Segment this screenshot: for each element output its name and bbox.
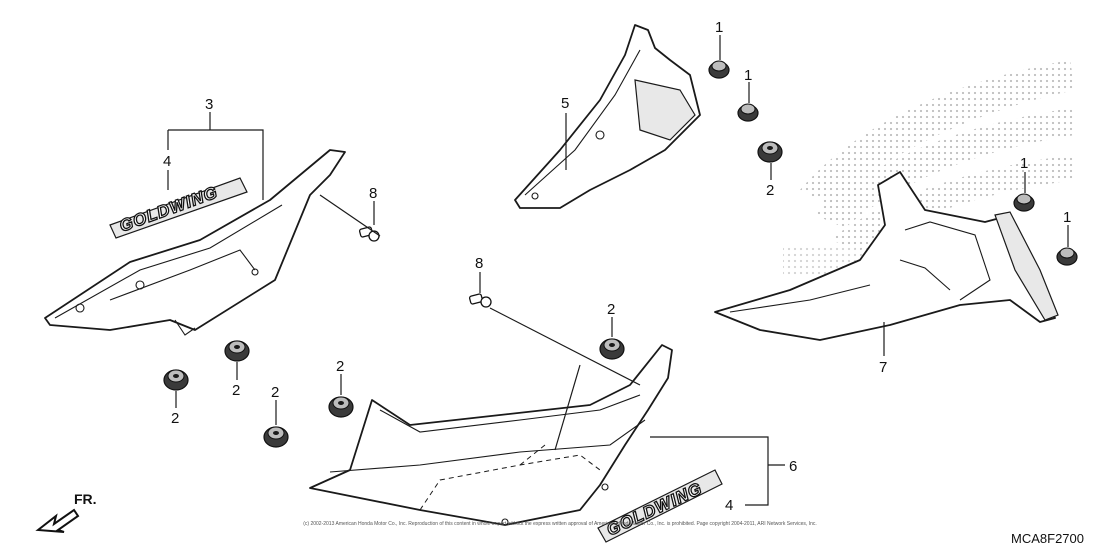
callout-8: 8	[475, 255, 483, 272]
callout-1: 1	[1063, 209, 1071, 226]
callout-6: 6	[789, 458, 797, 475]
copyright-note: (c) 2002-2013 American Honda Motor Co., …	[303, 521, 817, 527]
grommet-part-2-d[interactable]	[263, 426, 289, 448]
callout-4: 4	[725, 497, 733, 514]
callout-5: 5	[561, 95, 569, 112]
front-direction-label: FR.	[74, 491, 97, 507]
callout-2: 2	[607, 301, 615, 318]
grommet-part-2-e[interactable]	[328, 396, 354, 418]
callout-1: 1	[744, 67, 752, 84]
grommet-part-1-b[interactable]	[737, 103, 759, 122]
right-side-cover-part-7[interactable]	[714, 171, 1059, 341]
front-direction-arrow-icon	[35, 508, 80, 533]
emblem-lower-text: GOLDWING	[604, 479, 706, 540]
callout-7: 7	[879, 359, 887, 376]
grommet-part-1-d[interactable]	[1056, 247, 1078, 266]
callout-2: 2	[766, 182, 774, 199]
callout-labels: 1 1 1 1 2 2 2 2 2 2 3 4 4 5 6 7 8 8	[163, 19, 1071, 514]
grommet-part-1-c[interactable]	[1013, 193, 1035, 212]
lower-cover-part-6[interactable]	[309, 344, 673, 526]
callout-3: 3	[205, 96, 213, 113]
grommet-part-1-a[interactable]	[708, 60, 730, 79]
left-side-cover-part-3[interactable]	[44, 149, 346, 336]
callout-1: 1	[715, 19, 723, 36]
grommet-part-2-a[interactable]	[757, 141, 783, 163]
inner-panel-part-5[interactable]	[514, 24, 701, 209]
bolt-part-8-lower[interactable]	[468, 293, 492, 308]
emblem-lower-part-4[interactable]: GOLDWING	[597, 469, 723, 543]
leader-lines	[167, 35, 1069, 506]
callout-2: 2	[232, 382, 240, 399]
callout-8: 8	[369, 185, 377, 202]
grommet-part-2-b[interactable]	[224, 340, 250, 362]
callout-2: 2	[171, 410, 179, 427]
diagram-code: MCA8F2700	[1011, 531, 1084, 546]
grommet-part-2-c[interactable]	[163, 369, 189, 391]
bolt-part-8-upper[interactable]	[358, 226, 380, 242]
callout-2: 2	[271, 384, 279, 401]
callout-4: 4	[163, 153, 171, 170]
emblem-upper-text: GOLDWING	[117, 183, 221, 236]
grommet-part-2-f[interactable]	[599, 338, 625, 360]
callout-1: 1	[1020, 155, 1028, 172]
callout-2: 2	[336, 358, 344, 375]
